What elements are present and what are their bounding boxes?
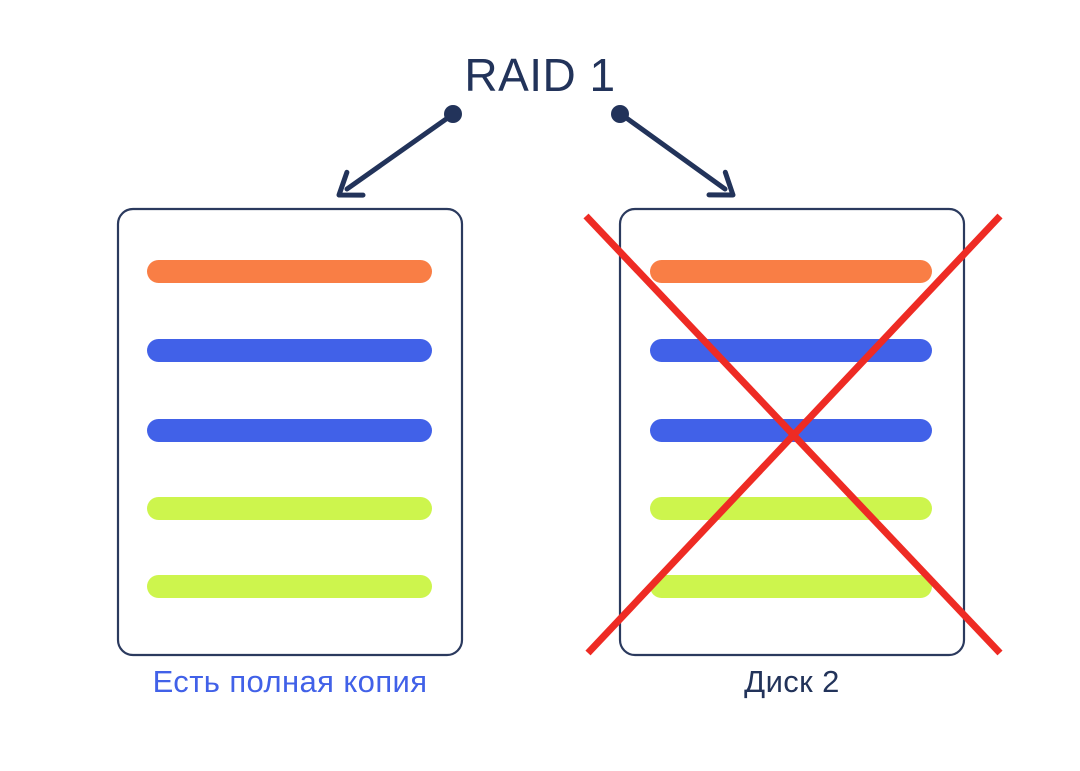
page-title: RAID 1	[464, 49, 616, 101]
connector-dot	[611, 105, 629, 123]
connector-arrow-to-disk-2	[611, 105, 736, 198]
connector-line	[622, 114, 728, 192]
disk-bar-blue-2	[147, 419, 432, 442]
connector-line	[344, 114, 452, 192]
disk-failure-cross-icon	[583, 213, 1003, 656]
disk-1-group[interactable]	[116, 207, 464, 657]
disk-bar-green-1	[147, 497, 432, 520]
disk-bar-blue-1	[650, 339, 932, 362]
arrow-head-icon	[706, 169, 736, 198]
disk-bar-green-2	[650, 575, 932, 598]
disk-bar-green-1	[650, 497, 932, 520]
disk-1-label: Есть полная копия	[152, 664, 428, 699]
disk-bar-green-2	[147, 575, 432, 598]
disk-bar-orange-1	[147, 260, 432, 283]
connector-dot	[444, 105, 462, 123]
disk-2-label: Диск 2	[744, 664, 840, 699]
arrow-head-icon	[336, 169, 366, 198]
connector-arrow-to-disk-1	[336, 105, 462, 198]
disk-bar-blue-1	[147, 339, 432, 362]
disk-bar-orange-1	[650, 260, 932, 283]
cross-stroke-2	[585, 213, 1003, 656]
disk-data-bars	[147, 260, 432, 598]
disk-2-group[interactable]	[583, 207, 1003, 657]
